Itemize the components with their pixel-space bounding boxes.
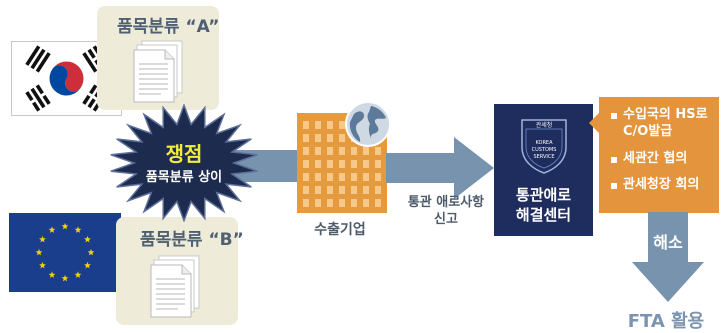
building-window bbox=[375, 173, 381, 181]
doc-b-label: 품목분류 “B” bbox=[140, 230, 244, 250]
building-window bbox=[375, 160, 381, 168]
building-window bbox=[363, 199, 369, 207]
exporter-label: 수출기업 bbox=[314, 222, 366, 238]
building-window bbox=[375, 199, 381, 207]
document-stack-icon bbox=[133, 40, 183, 103]
building-window bbox=[315, 147, 321, 155]
emblem-line-2: CUSTOMS bbox=[532, 147, 557, 153]
building-window bbox=[327, 121, 333, 129]
building-window bbox=[363, 147, 369, 155]
building-window bbox=[351, 186, 357, 194]
building-window bbox=[339, 147, 345, 155]
conflict-burst-icon bbox=[110, 104, 258, 222]
action-item-1-bullet bbox=[611, 113, 617, 119]
building-icon bbox=[297, 113, 387, 213]
building-window bbox=[363, 173, 369, 181]
eu-star bbox=[87, 248, 95, 256]
building-window bbox=[303, 160, 309, 168]
building-window bbox=[315, 134, 321, 142]
conflict-title: 쟁점 bbox=[165, 142, 203, 166]
eu-star bbox=[48, 271, 56, 278]
building-window bbox=[339, 121, 345, 129]
doc-card-b: 품목분류 “B” bbox=[116, 217, 244, 325]
building-window bbox=[339, 134, 345, 142]
eu-flag-icon bbox=[9, 213, 121, 292]
building-window bbox=[363, 160, 369, 168]
building-window bbox=[315, 186, 321, 194]
emblem-top-text: 관세청 bbox=[536, 121, 553, 129]
eu-star bbox=[39, 235, 46, 243]
center-label-line2: 해결센터 bbox=[515, 206, 572, 224]
building-window bbox=[339, 186, 345, 194]
eu-star bbox=[84, 235, 91, 243]
action-item-2-bullet bbox=[611, 157, 617, 163]
customs-emblem-icon: 관세청 KOREA CUSTOMS SERVICE bbox=[521, 119, 567, 174]
building-window bbox=[315, 199, 321, 207]
building-window bbox=[375, 186, 381, 194]
building-window bbox=[315, 160, 321, 168]
document-stack-icon bbox=[150, 255, 200, 318]
eu-star bbox=[39, 261, 46, 269]
building-window bbox=[351, 199, 357, 207]
action-item-3: 관세청장 회의 bbox=[623, 177, 700, 192]
report-label-line2: 신고 bbox=[434, 212, 458, 227]
resolve-label: 해소 bbox=[653, 233, 683, 252]
action-item-1: 수입국의 HS로 C/O발급 bbox=[623, 107, 708, 139]
emblem-line-1: KOREA bbox=[536, 140, 554, 146]
building-window bbox=[363, 186, 369, 194]
doc-a-label: 품목분류 “A” bbox=[117, 17, 220, 37]
eu-star bbox=[61, 222, 69, 230]
doc-card-a: 품목분류 “A” bbox=[97, 6, 219, 110]
building-window bbox=[351, 147, 357, 155]
conflict-subtitle: 품목분류 상이 bbox=[145, 170, 223, 185]
eu-star bbox=[74, 226, 82, 233]
building-window bbox=[327, 186, 333, 194]
action-item-2: 세관간 협의 bbox=[623, 151, 688, 166]
building-window bbox=[339, 160, 345, 168]
building-window bbox=[327, 160, 333, 168]
building-window bbox=[303, 186, 309, 194]
globe-icon bbox=[345, 101, 391, 147]
eu-star bbox=[84, 261, 91, 269]
eu-star bbox=[61, 274, 69, 282]
building-window bbox=[327, 147, 333, 155]
emblem-line-3: SERVICE bbox=[533, 154, 554, 160]
arrow-to-center-icon bbox=[386, 137, 494, 199]
building-window bbox=[303, 121, 309, 129]
eu-star bbox=[48, 226, 56, 233]
building-window bbox=[351, 173, 357, 181]
building-window bbox=[327, 199, 333, 207]
report-label-line1: 통관 애로사항 bbox=[407, 195, 485, 210]
building-window bbox=[303, 199, 309, 207]
building-window bbox=[303, 147, 309, 155]
eu-star bbox=[35, 248, 43, 256]
building-window bbox=[303, 173, 309, 181]
fta-label: FTA 활용 bbox=[627, 311, 705, 332]
action-box bbox=[599, 97, 719, 213]
building-window bbox=[303, 134, 309, 142]
building-window bbox=[327, 173, 333, 181]
building-window bbox=[339, 199, 345, 207]
eu-star bbox=[74, 271, 82, 278]
action-item-3-bullet bbox=[611, 183, 617, 189]
building-window bbox=[315, 173, 321, 181]
building-window bbox=[375, 147, 381, 155]
building-window bbox=[351, 160, 357, 168]
building-window bbox=[315, 121, 321, 129]
building-window bbox=[339, 173, 345, 181]
center-label-line1: 통관애로 bbox=[515, 186, 572, 204]
resolve-arrow-icon bbox=[632, 212, 704, 302]
building-window bbox=[327, 134, 333, 142]
action-box-pointer bbox=[589, 113, 599, 133]
